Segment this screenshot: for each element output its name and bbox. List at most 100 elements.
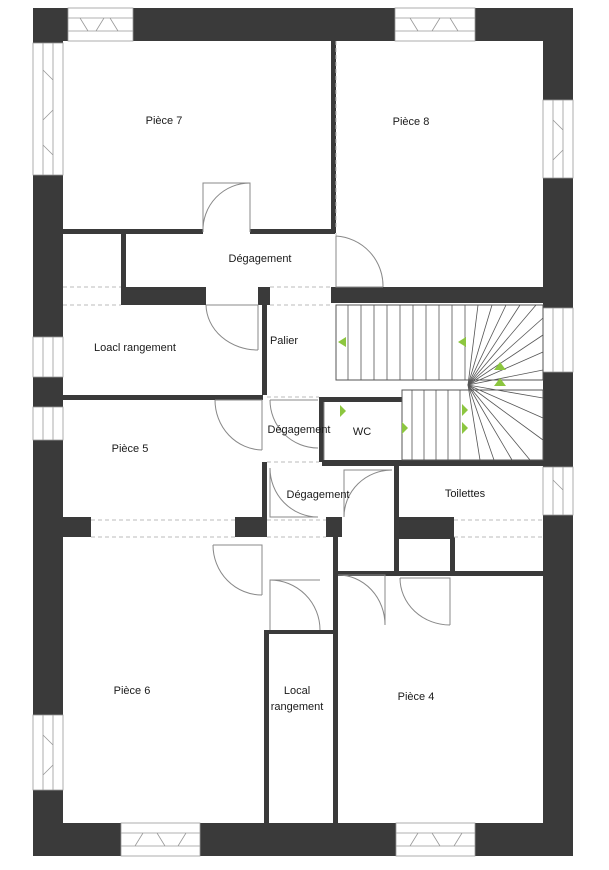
door-piece5	[215, 399, 263, 450]
door-local-rangement-1	[206, 304, 259, 350]
door-toilettes	[343, 469, 392, 517]
window-bottom-left	[120, 822, 201, 857]
door-degagement-low	[269, 468, 318, 518]
wall-deg-top-bottom-b	[258, 287, 270, 305]
label-toilettes: Toilettes	[445, 488, 486, 500]
wall-toil-vert	[394, 466, 399, 522]
stair-fan-tread	[467, 334, 544, 386]
wall-wc2-box-mid	[394, 537, 399, 575]
stair-arrow-3	[494, 362, 506, 370]
wall-left-2	[33, 175, 63, 337]
wall-right-1	[543, 8, 573, 100]
wall-p7-bottom-a	[63, 229, 203, 234]
wall-left-1	[33, 8, 63, 43]
wall-right-3	[543, 372, 573, 467]
stair-fan-tread	[467, 384, 513, 461]
stair-fan-tread	[467, 384, 481, 461]
stair-fan-tread	[467, 369, 544, 386]
label-piece8: Pièce 8	[393, 116, 430, 128]
stair-arrow-2	[458, 337, 466, 347]
wall-stair-bottom	[322, 460, 544, 466]
label-degagement-mid: Dégagement	[268, 424, 331, 436]
wall-lr2-right	[333, 573, 338, 823]
stair-fan-tread	[467, 384, 544, 441]
wall-deg-top-left	[121, 229, 126, 305]
stair-fan-tread	[467, 384, 544, 399]
label-local-rangement-1: Loacl rangement	[94, 342, 176, 354]
wall-left-4	[33, 440, 63, 715]
wall-left-5	[33, 790, 63, 856]
door-piece6	[213, 544, 263, 595]
wall-bottom-2	[200, 823, 396, 856]
door-local-rangement-2	[269, 579, 320, 630]
wall-lr2-top	[264, 630, 338, 634]
wall-right-2	[543, 178, 573, 308]
exterior-walls	[33, 8, 573, 856]
stair-fan-tread	[467, 384, 544, 419]
wall-deg-low-block	[326, 517, 342, 537]
label-local-rangement-2-line2: rangement	[271, 701, 324, 713]
staircase	[335, 304, 544, 461]
window-left-3	[32, 406, 64, 441]
wall-deg-top-bottom-a	[121, 287, 206, 305]
stair-fan-tread	[467, 304, 521, 386]
stair-fan-tread	[467, 384, 495, 461]
wall-p5-right	[262, 462, 267, 522]
stair-arrow-8	[340, 405, 346, 417]
stair-fan-tread	[467, 317, 544, 386]
stair-fan-tread	[467, 351, 544, 386]
door-piece4	[338, 574, 386, 625]
room-labels: Pièce 7 Pièce 8 Dégagement Loacl rangeme…	[94, 115, 486, 713]
wall-lr2-left	[264, 630, 269, 823]
label-degagement-low: Dégagement	[287, 489, 350, 501]
stair-fan-tread	[467, 304, 537, 386]
label-piece5: Pièce 5	[112, 443, 149, 455]
doors	[202, 182, 451, 631]
wall-toil-block	[394, 517, 454, 539]
stair-arrow-6	[462, 422, 468, 434]
window-left-1	[32, 42, 64, 176]
wall-wc2-box-right	[450, 537, 455, 575]
label-palier: Palier	[270, 335, 298, 347]
window-right-1	[542, 99, 574, 179]
door-piece7	[202, 182, 251, 232]
stair-arrow-7	[402, 422, 408, 434]
windows	[32, 7, 574, 857]
wall-palier-left	[262, 303, 267, 395]
label-piece4: Pièce 4	[398, 691, 435, 703]
wall-p7-bottom-b	[250, 229, 335, 234]
window-left-4	[32, 714, 64, 791]
wall-lr-bottom	[63, 395, 263, 400]
wall-stair-left	[319, 397, 324, 462]
wall-p5-bottom-b	[235, 517, 267, 537]
stair-arrow-5	[462, 404, 468, 416]
window-right-2	[542, 307, 574, 373]
interior-walls	[63, 41, 544, 823]
wall-stair-top	[322, 397, 402, 402]
window-top-left	[67, 7, 134, 42]
stair-fan-tread	[467, 304, 493, 386]
window-left-2	[32, 336, 64, 378]
label-piece6: Pièce 6	[114, 685, 151, 697]
label-piece7: Pièce 7	[146, 115, 183, 127]
stair-fan-tread	[467, 384, 531, 461]
label-wc: WC	[353, 426, 371, 438]
wall-right-4	[543, 515, 573, 856]
label-degagement-top: Dégagement	[229, 253, 292, 265]
wall-wc2-box-left	[333, 537, 338, 575]
stair-arrow-4	[494, 378, 506, 386]
wall-p4-top	[333, 571, 543, 576]
wall-p8-bottom	[331, 287, 543, 303]
stair-fan-tread	[467, 304, 479, 386]
wall-top-2	[133, 8, 395, 41]
window-bottom-right	[395, 822, 476, 857]
door-piece4-b	[400, 577, 451, 625]
stair-arrow-1	[338, 337, 346, 347]
window-right-3	[542, 466, 574, 516]
door-piece8	[335, 236, 383, 288]
wall-p5-bottom-a	[63, 517, 91, 537]
wall-p7-p8	[331, 41, 336, 233]
label-local-rangement-2-line1: Local	[284, 685, 310, 697]
stair-fan-tread	[467, 304, 507, 386]
